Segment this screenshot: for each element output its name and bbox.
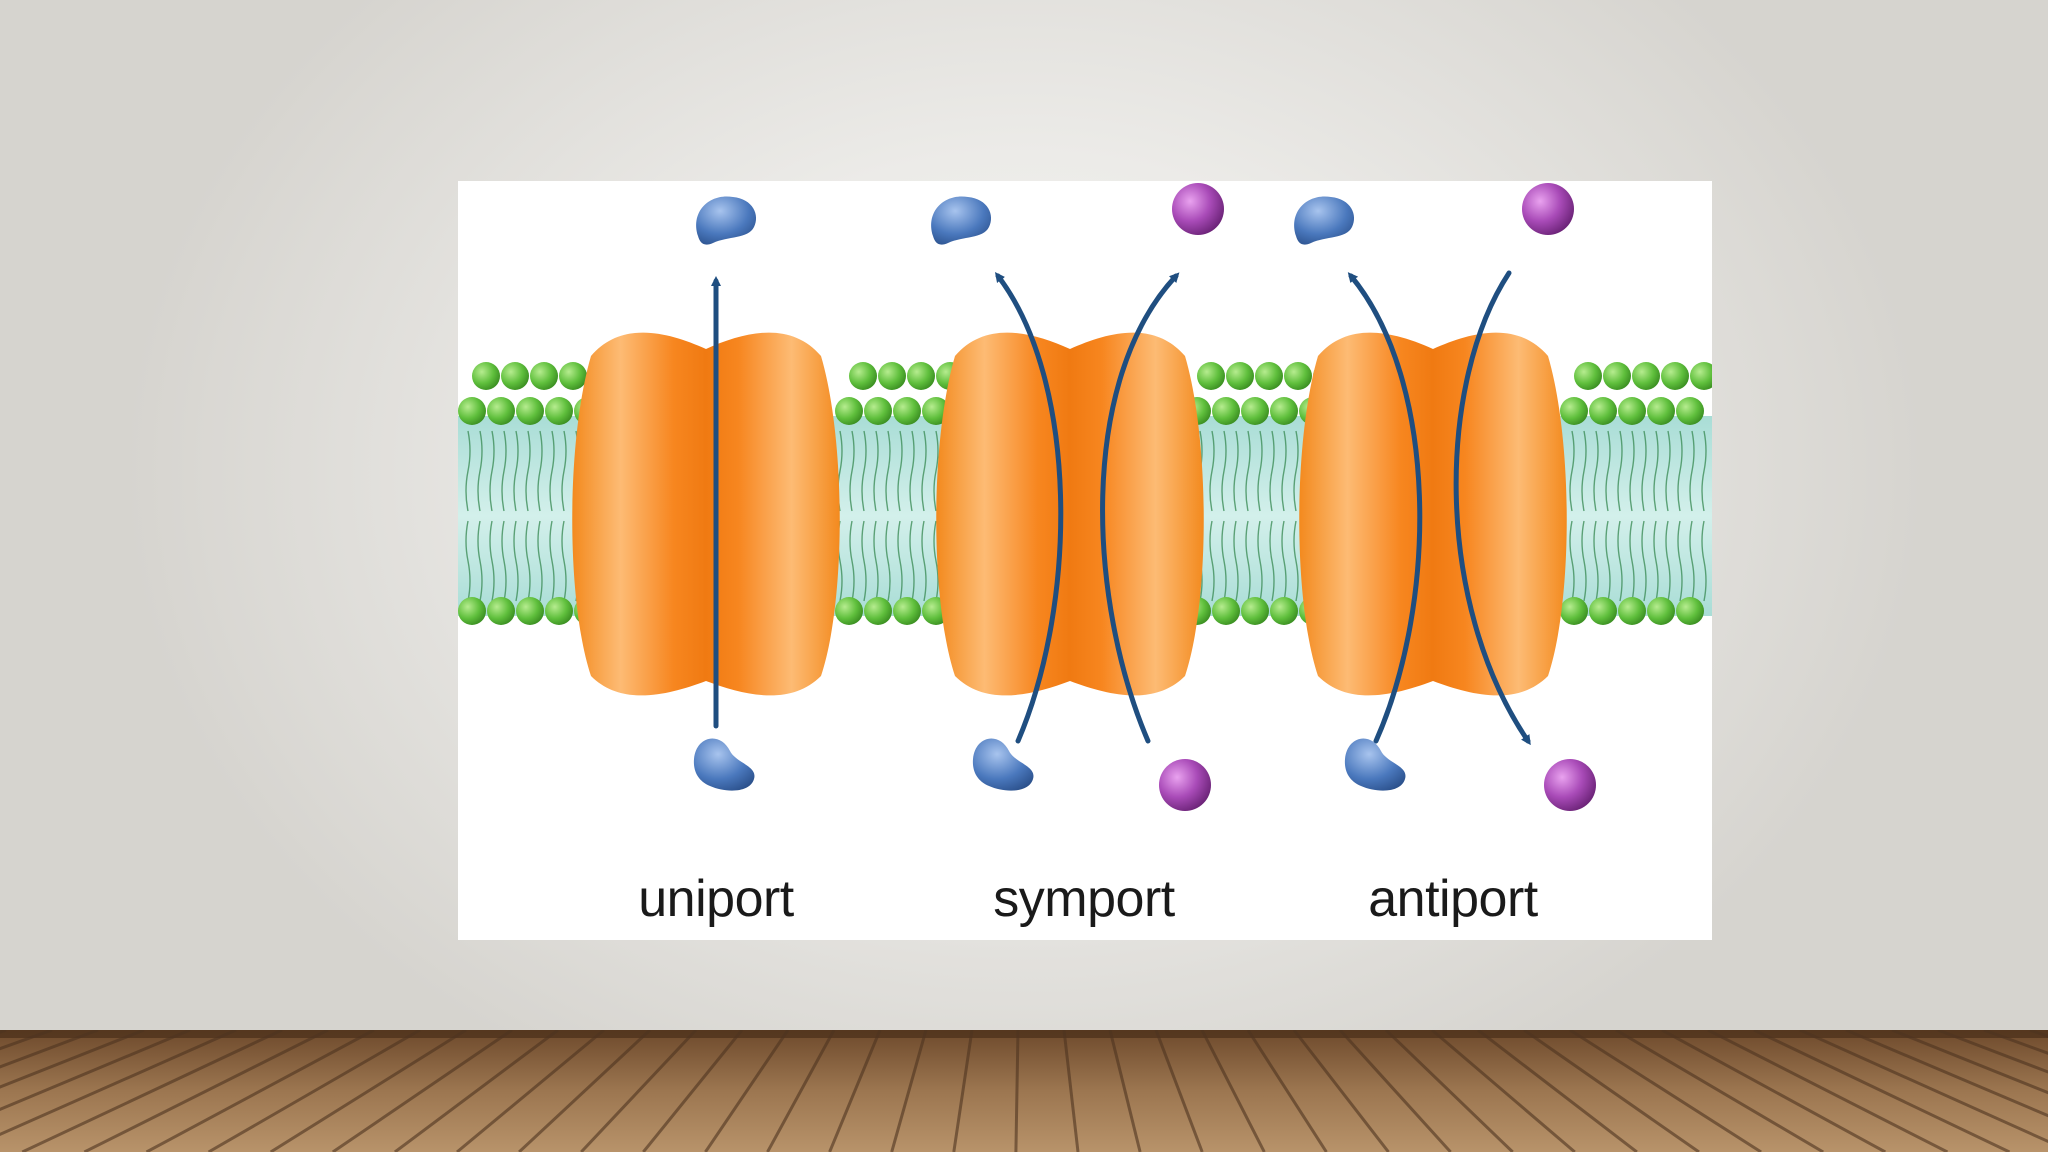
lipid-head [893,397,921,425]
blue-molecule-icon [931,196,992,245]
blue-molecule-icon [696,196,757,245]
purple-molecule-icon [1522,183,1574,235]
lipid-head [1270,597,1298,625]
lipid-head [1560,597,1588,625]
blue-molecule-icon [1344,738,1406,791]
lipid-head [1647,397,1675,425]
lipid-head [1647,597,1675,625]
blue-molecule-icon [693,738,755,791]
lipid-head [1270,397,1298,425]
wooden-floor [0,1030,2048,1152]
uniport-label: uniport [638,870,794,928]
lipid-head [487,597,515,625]
symport-arrow-right [1100,272,1180,744]
antiport-arrow-left [1347,272,1423,744]
lipid-head [1618,597,1646,625]
purple-molecule-icon [1544,759,1596,811]
lipid-head [516,597,544,625]
lipid-head [545,597,573,625]
symport-label: symport [993,870,1175,928]
purple-molecule-icon [1172,183,1224,235]
lipid-head [1226,362,1254,390]
antiport-label: antiport [1368,870,1538,928]
lipid-head [1241,597,1269,625]
lipid-head [835,397,863,425]
lipid-head [1212,397,1240,425]
lipid-head [1690,362,1712,390]
lipid-head [1589,597,1617,625]
lipid-head [516,397,544,425]
lipid-head [1618,397,1646,425]
lipid-head [1560,397,1588,425]
lipid-head [1676,397,1704,425]
lipid-head [530,362,558,390]
lipid-head [1589,397,1617,425]
lipid-head [1603,362,1631,390]
transport-protein [936,332,1204,696]
membrane-diagram [458,183,1712,811]
lipid-head [1632,362,1660,390]
lipid-head [458,597,486,625]
lipid-head [893,597,921,625]
lipid-head [1284,362,1312,390]
lipid-head [907,362,935,390]
lipid-head [864,397,892,425]
transport-protein [572,332,840,696]
lipid-head [1212,597,1240,625]
lipid-head [1676,597,1704,625]
antiport-arrow-right [1453,270,1531,746]
lipid-head [559,362,587,390]
blue-molecule-icon [1294,196,1355,245]
purple-molecule-icon [1159,759,1211,811]
lipid-head [545,397,573,425]
transport-protein [1299,332,1567,696]
lipid-head [864,597,892,625]
lipid-head [878,362,906,390]
lipid-head [458,397,486,425]
membrane-transport-figure: uniport symport antiport [458,181,1712,940]
symport-arrow-left [994,272,1064,744]
lipid-head [472,362,500,390]
lipid-head [849,362,877,390]
lipid-head [1255,362,1283,390]
lipid-head [487,397,515,425]
blue-molecule-icon [972,738,1034,791]
lipid-head [1241,397,1269,425]
lipid-head [501,362,529,390]
lipid-head [835,597,863,625]
lipid-head [1574,362,1602,390]
lipid-head [1661,362,1689,390]
lipid-head [1197,362,1225,390]
